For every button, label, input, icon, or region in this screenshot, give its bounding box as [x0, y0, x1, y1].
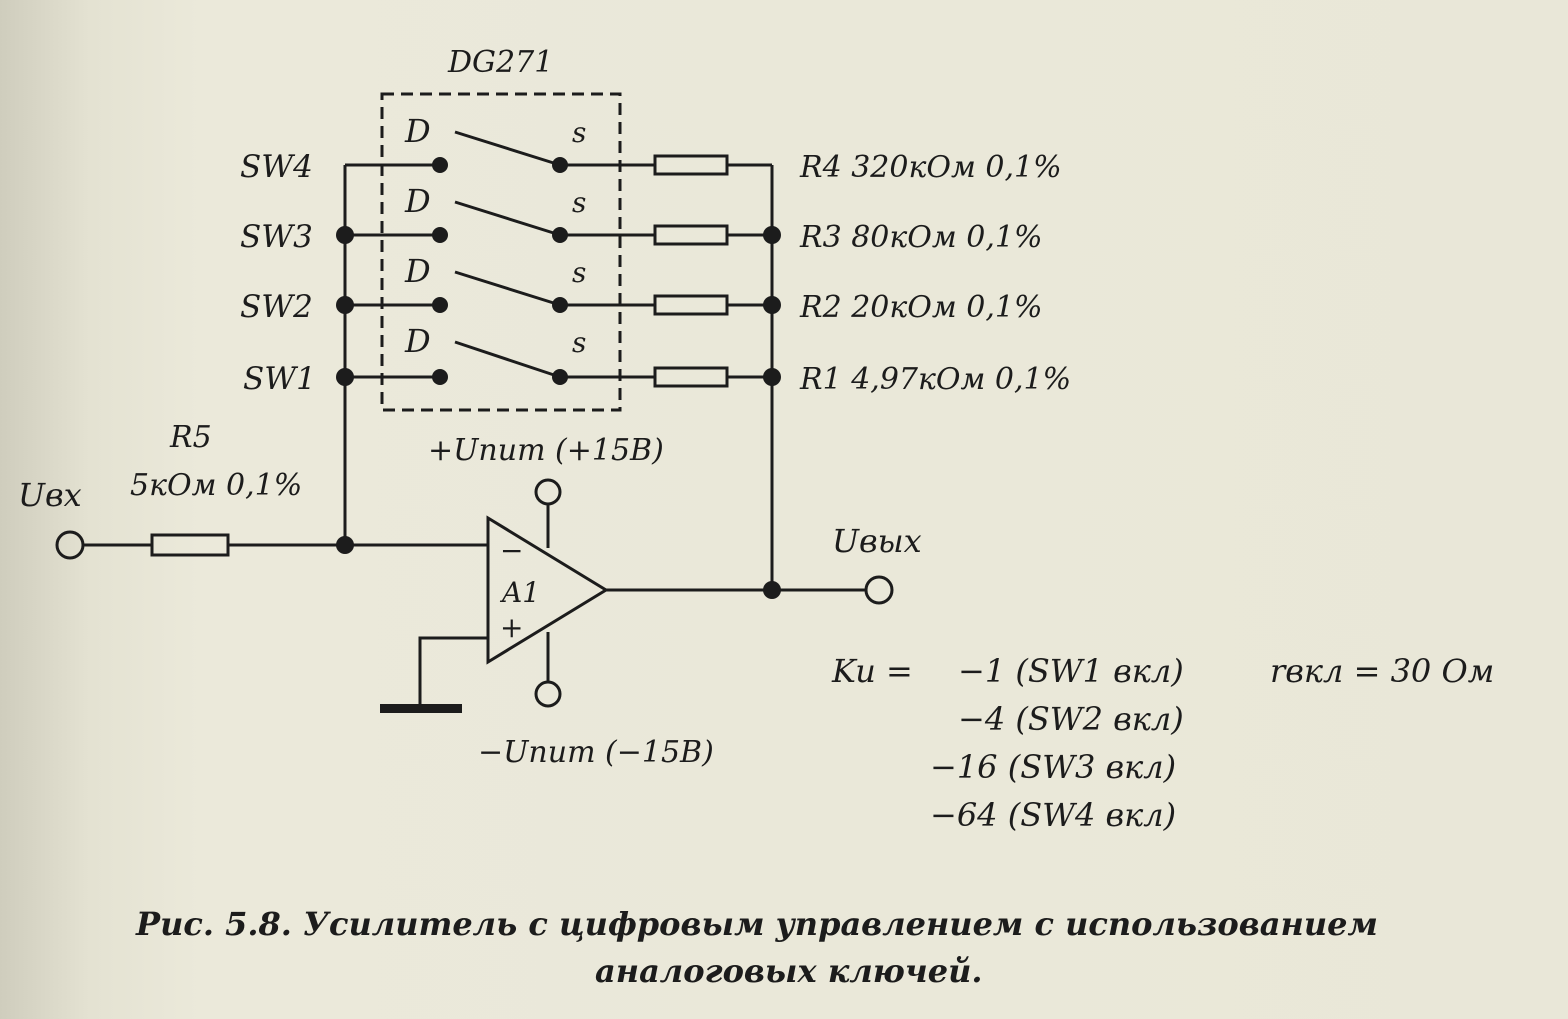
positive-supply-terminal: [534, 478, 562, 506]
resistor-r4: [653, 154, 729, 176]
noninverting-input-sign: +: [500, 611, 523, 644]
negative-supply-terminal: [534, 680, 562, 708]
input-label: Uвх: [18, 476, 82, 514]
r5-value: 5кОм 0,1%: [130, 468, 302, 503]
resistor-r3: [653, 224, 729, 246]
pin-d-label-1: D: [404, 112, 431, 150]
ground-symbol: [380, 704, 462, 713]
gain-row-1: −1 (SW1 вкл): [958, 652, 1184, 690]
gain-row-3: −16 (SW3 вкл): [930, 748, 1176, 786]
caption-line-1: Рис. 5.8. Усилитель с цифровым управлени…: [135, 905, 1378, 943]
junction-dots: [336, 157, 781, 599]
switch-on-resistance: rвкл = 30 Ом: [1270, 652, 1494, 690]
pin-d-label-2: D: [404, 182, 431, 220]
r1-label: R1 4,97кОм 0,1%: [799, 362, 1071, 397]
r4-label: R4 320кОм 0,1%: [799, 150, 1062, 185]
gain-row-4: −64 (SW4 вкл): [930, 796, 1176, 834]
caption-line-2: аналоговых ключей.: [595, 952, 982, 990]
sw2-label: SW2: [240, 289, 313, 325]
pin-s-label-4: s: [572, 326, 586, 359]
output-label: Uвых: [832, 522, 922, 560]
input-terminal: [55, 530, 85, 560]
r2-label: R2 20кОм 0,1%: [799, 290, 1043, 325]
sw4-label: SW4: [240, 149, 313, 185]
resistor-r1: [653, 366, 729, 388]
sw3-label: SW3: [240, 219, 313, 255]
pin-d-label-4: D: [404, 322, 431, 360]
negative-supply-label: −Uпит (−15В): [478, 735, 714, 770]
dg271-package-outline: [380, 92, 622, 412]
pin-d-label-3: D: [404, 252, 431, 290]
opamp-label: A1: [499, 576, 540, 609]
gain-row-2: −4 (SW2 вкл): [958, 700, 1184, 738]
inverting-input-sign: −: [500, 534, 523, 567]
pin-s-label-3: s: [572, 256, 586, 289]
output-terminal: [864, 575, 894, 605]
opamp-a1: [486, 515, 609, 665]
pin-s-label-1: s: [572, 116, 586, 149]
switch-row-sw4: [345, 130, 772, 176]
r5-label: R5: [169, 420, 212, 455]
switch-row-sw2: [345, 270, 772, 316]
pin-s-label-2: s: [572, 186, 586, 219]
sw1-label: SW1: [243, 361, 316, 397]
resistor-r2: [653, 294, 729, 316]
r3-label: R3 80кОм 0,1%: [799, 220, 1043, 255]
resistor-r5: [150, 533, 230, 557]
chip-label: DG271: [447, 45, 553, 80]
ground-wire: [418, 636, 488, 706]
gain-lead: Ku =: [831, 652, 913, 690]
positive-supply-label: +Uпит (+15В): [428, 433, 664, 468]
